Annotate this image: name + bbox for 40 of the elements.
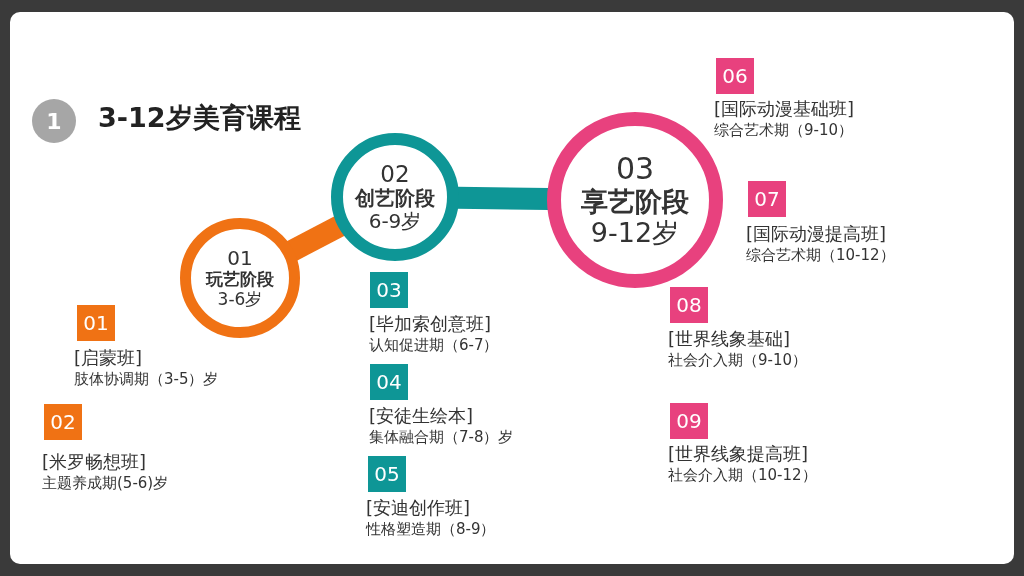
- connector-band: [456, 186, 550, 210]
- course-period: 社会介入期（9-10）: [668, 351, 808, 370]
- stage-number: 02: [380, 160, 410, 188]
- number-tag: 05: [368, 456, 406, 492]
- course-name: [安迪创作班]: [366, 496, 471, 520]
- course-period: 综合艺术期（10-12）: [746, 246, 895, 265]
- age-range: 6-9岁: [368, 210, 422, 234]
- number-tag: 08: [670, 287, 708, 323]
- number-tag: 01: [77, 305, 115, 341]
- course-name: [国际动漫基础班]: [714, 97, 855, 121]
- course-period: 综合艺术期（9-10）: [714, 121, 854, 140]
- stage-name: 玩艺阶段: [206, 269, 274, 290]
- stage-name: 享艺阶段: [581, 186, 689, 218]
- number-tag: 06: [716, 58, 754, 94]
- step-number-badge: 1: [32, 99, 76, 143]
- number-tag: 02: [44, 404, 82, 440]
- course-period: 肢体协调期（3-5）岁: [74, 370, 219, 389]
- course-period: 性格塑造期（8-9）: [366, 520, 496, 539]
- course-name: [毕加索创意班]: [369, 312, 492, 336]
- course-name: [启蒙班]: [74, 346, 143, 370]
- number-tag: 03: [370, 272, 408, 308]
- stage-name: 创艺阶段: [355, 187, 435, 211]
- age-range: 3-6岁: [217, 289, 263, 310]
- number-tag: 07: [748, 181, 786, 217]
- title: 3-12岁美育课程: [98, 101, 301, 135]
- number-tag: 09: [670, 403, 708, 439]
- course-name: [世界线象提高班]: [668, 442, 809, 466]
- course-name: [国际动漫提高班]: [746, 222, 887, 246]
- age-range: 9-12岁: [590, 217, 680, 249]
- course-period: 认知促进期（6-7）: [369, 336, 499, 355]
- stage-number: 03: [615, 151, 655, 187]
- course-name: [世界线象基础]: [668, 327, 791, 351]
- number-tag: 04: [370, 364, 408, 400]
- course-period: 社会介入期（10-12）: [668, 466, 817, 485]
- stage-number: 01: [227, 246, 253, 270]
- course-name: [米罗畅想班]: [42, 450, 147, 474]
- course-period: 集体融合期（7-8）岁: [369, 428, 514, 447]
- course-period: 主题养成期(5-6)岁: [42, 474, 169, 493]
- course-name: [安徒生绘本]: [369, 404, 474, 428]
- connector-band: [286, 215, 346, 261]
